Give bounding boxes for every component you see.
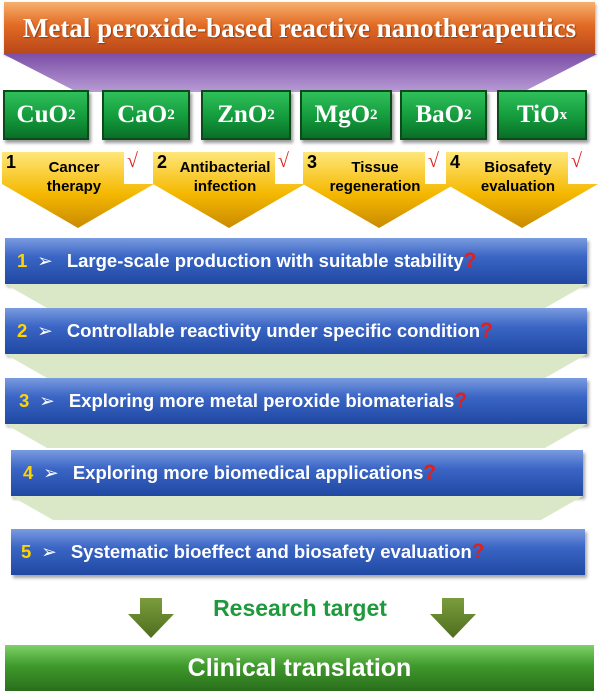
chevron-icon: ➢ — [39, 390, 55, 411]
chevron-icon: ➢ — [37, 320, 53, 341]
oxide-formula: BaO — [415, 101, 465, 128]
research-target-label: Research target — [213, 595, 387, 621]
application-number: 2 — [157, 152, 168, 172]
down-arrow-icon — [430, 598, 476, 638]
challenge-text: Exploring more metal peroxide biomateria… — [68, 390, 455, 411]
application-label: Biosafety evaluation — [470, 158, 566, 196]
oxide-subscript: 2 — [464, 106, 472, 123]
clinical-translation-bar: Clinical translation — [5, 645, 594, 691]
challenge-text: Large-scale production with suitable sta… — [66, 250, 464, 271]
application-number: 4 — [450, 152, 461, 172]
oxide-formula: MgO — [314, 101, 371, 128]
question-mark-icon: ? — [423, 461, 437, 484]
chevron-icon: ➢ — [37, 250, 53, 271]
question-mark-icon: ? — [471, 540, 485, 563]
chevron-icon: ➢ — [43, 462, 59, 483]
question-mark-icon: ? — [454, 389, 468, 412]
bar-connector — [5, 354, 587, 378]
application-antibacterial-infection: 2 Antibacterial infection √ — [153, 150, 305, 230]
bar-connector — [11, 496, 583, 520]
challenge-text: Exploring more biomedical applications — [72, 462, 424, 483]
check-mark: √ — [127, 150, 138, 172]
check-mark: √ — [428, 150, 439, 172]
application-label: Cancer therapy — [26, 158, 122, 196]
challenge-bar-2: 2 ➢ Controllable reactivity under specif… — [5, 308, 587, 354]
oxide-formula: CuO — [16, 101, 68, 128]
application-label-line2: therapy — [46, 178, 102, 195]
application-cancer-therapy: 1 Cancer therapy √ — [2, 150, 154, 230]
challenge-bar-5: 5 ➢ Systematic bioeffect and biosafety e… — [11, 529, 585, 575]
oxide-subscript: 2 — [267, 106, 275, 123]
oxide-subscript: 2 — [67, 106, 76, 123]
check-mark: √ — [571, 150, 582, 172]
oxide-subscript: x — [559, 106, 568, 123]
oxide-subscript: 2 — [167, 106, 175, 123]
bar-connector — [5, 284, 587, 308]
application-label-line1: Tissue — [351, 159, 399, 176]
chevron-icon: ➢ — [41, 541, 57, 562]
application-label-line2: regeneration — [329, 178, 421, 195]
question-mark-icon: ? — [480, 319, 493, 342]
oxide-formula: CaO — [117, 101, 168, 128]
application-label-line1: Cancer — [48, 159, 100, 176]
challenge-text: Systematic bioeffect and biosafety evalu… — [70, 541, 472, 562]
down-arrow-icon — [128, 598, 174, 638]
down-arrow-shape — [2, 152, 154, 228]
challenge-bar-4: 4 ➢ Exploring more biomedical applicatio… — [11, 450, 583, 496]
question-mark-icon: ? — [463, 249, 477, 272]
application-label: Antibacterial infection — [177, 158, 273, 196]
oxide-formula: ZnO — [217, 101, 268, 128]
check-mark: √ — [278, 150, 289, 172]
application-label-line2: infection — [193, 178, 257, 195]
down-arrow-shape — [153, 152, 305, 228]
down-arrow-shape — [446, 152, 598, 228]
application-label-line1: Biosafety — [484, 159, 552, 176]
application-label-line1: Antibacterial — [179, 159, 271, 176]
application-number: 1 — [6, 152, 17, 172]
challenge-bar-1: 1 ➢ Large-scale production with suitable… — [5, 238, 587, 284]
application-number: 3 — [307, 152, 318, 172]
challenge-number: 3 — [19, 390, 30, 411]
application-biosafety-evaluation: 4 Biosafety evaluation √ — [446, 150, 598, 230]
bar-connector — [5, 424, 587, 448]
title-funnel — [3, 54, 597, 92]
challenge-number: 1 — [17, 250, 28, 271]
diagram-title: Metal peroxide-based reactive nanotherap… — [4, 2, 595, 54]
oxide-subscript: 2 — [370, 106, 378, 123]
challenge-bar-3: 3 ➢ Exploring more metal peroxide biomat… — [5, 378, 587, 424]
application-label-line2: evaluation — [480, 178, 556, 195]
oxide-formula: TiO — [516, 101, 560, 128]
challenge-text: Controllable reactivity under specific c… — [66, 320, 481, 341]
challenge-number: 2 — [17, 320, 28, 341]
application-label: Tissue regeneration — [327, 158, 423, 196]
down-arrow-shape — [303, 152, 455, 228]
application-tissue-regeneration: 3 Tissue regeneration √ — [303, 150, 455, 230]
challenge-number: 5 — [21, 541, 32, 562]
challenge-number: 4 — [23, 462, 34, 483]
